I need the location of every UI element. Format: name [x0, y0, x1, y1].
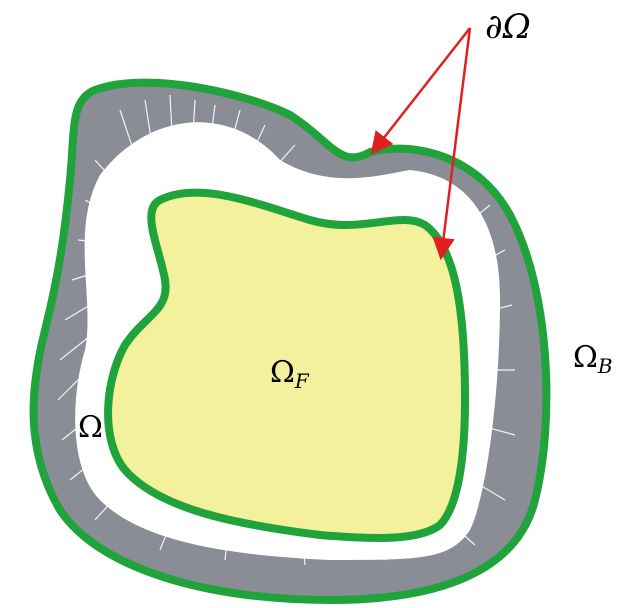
boundary-label: ∂Ω — [485, 7, 531, 47]
domain-label: Ω — [78, 410, 103, 445]
boundary-arrow-outer — [372, 28, 470, 153]
fluid-region-label-sub: F — [294, 369, 310, 393]
bulk-region-label: ΩB — [573, 340, 613, 378]
fluid-region-label-main: Ω — [270, 355, 295, 390]
bulk-region-label-main: Ω — [573, 340, 598, 375]
bulk-region-label-sub: B — [597, 354, 613, 378]
